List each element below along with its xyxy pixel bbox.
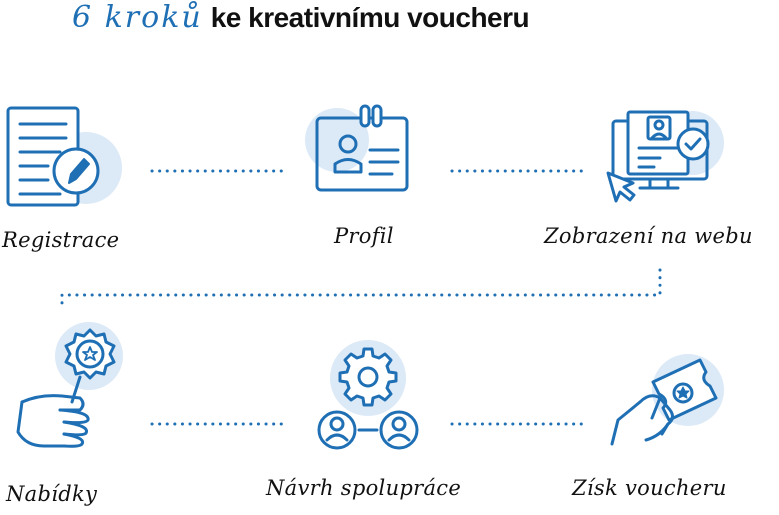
connector-row-switch — [60, 268, 662, 312]
step-label-profil: Profil — [334, 224, 394, 248]
hand-ticket-icon — [610, 354, 724, 446]
step-label-zobrazeni: Zobrazení na webu — [544, 224, 753, 248]
step-label-zisk: Získ voucheru — [572, 476, 727, 500]
step-label-registrace: Registrace — [2, 228, 120, 252]
hand-award-badge-icon — [16, 322, 123, 448]
id-card-icon — [305, 104, 409, 192]
monitor-profile-check-icon — [606, 110, 724, 203]
step-label-nabidky: Nabídky — [6, 482, 98, 506]
title-rest: ke kreativnímu voucheru — [210, 2, 530, 33]
document-pencil-icon — [6, 106, 122, 207]
title-accent: 6 kroků — [72, 0, 203, 35]
gear-people-icon — [317, 340, 419, 450]
step-label-navrh: Návrh spolupráce — [266, 476, 462, 500]
